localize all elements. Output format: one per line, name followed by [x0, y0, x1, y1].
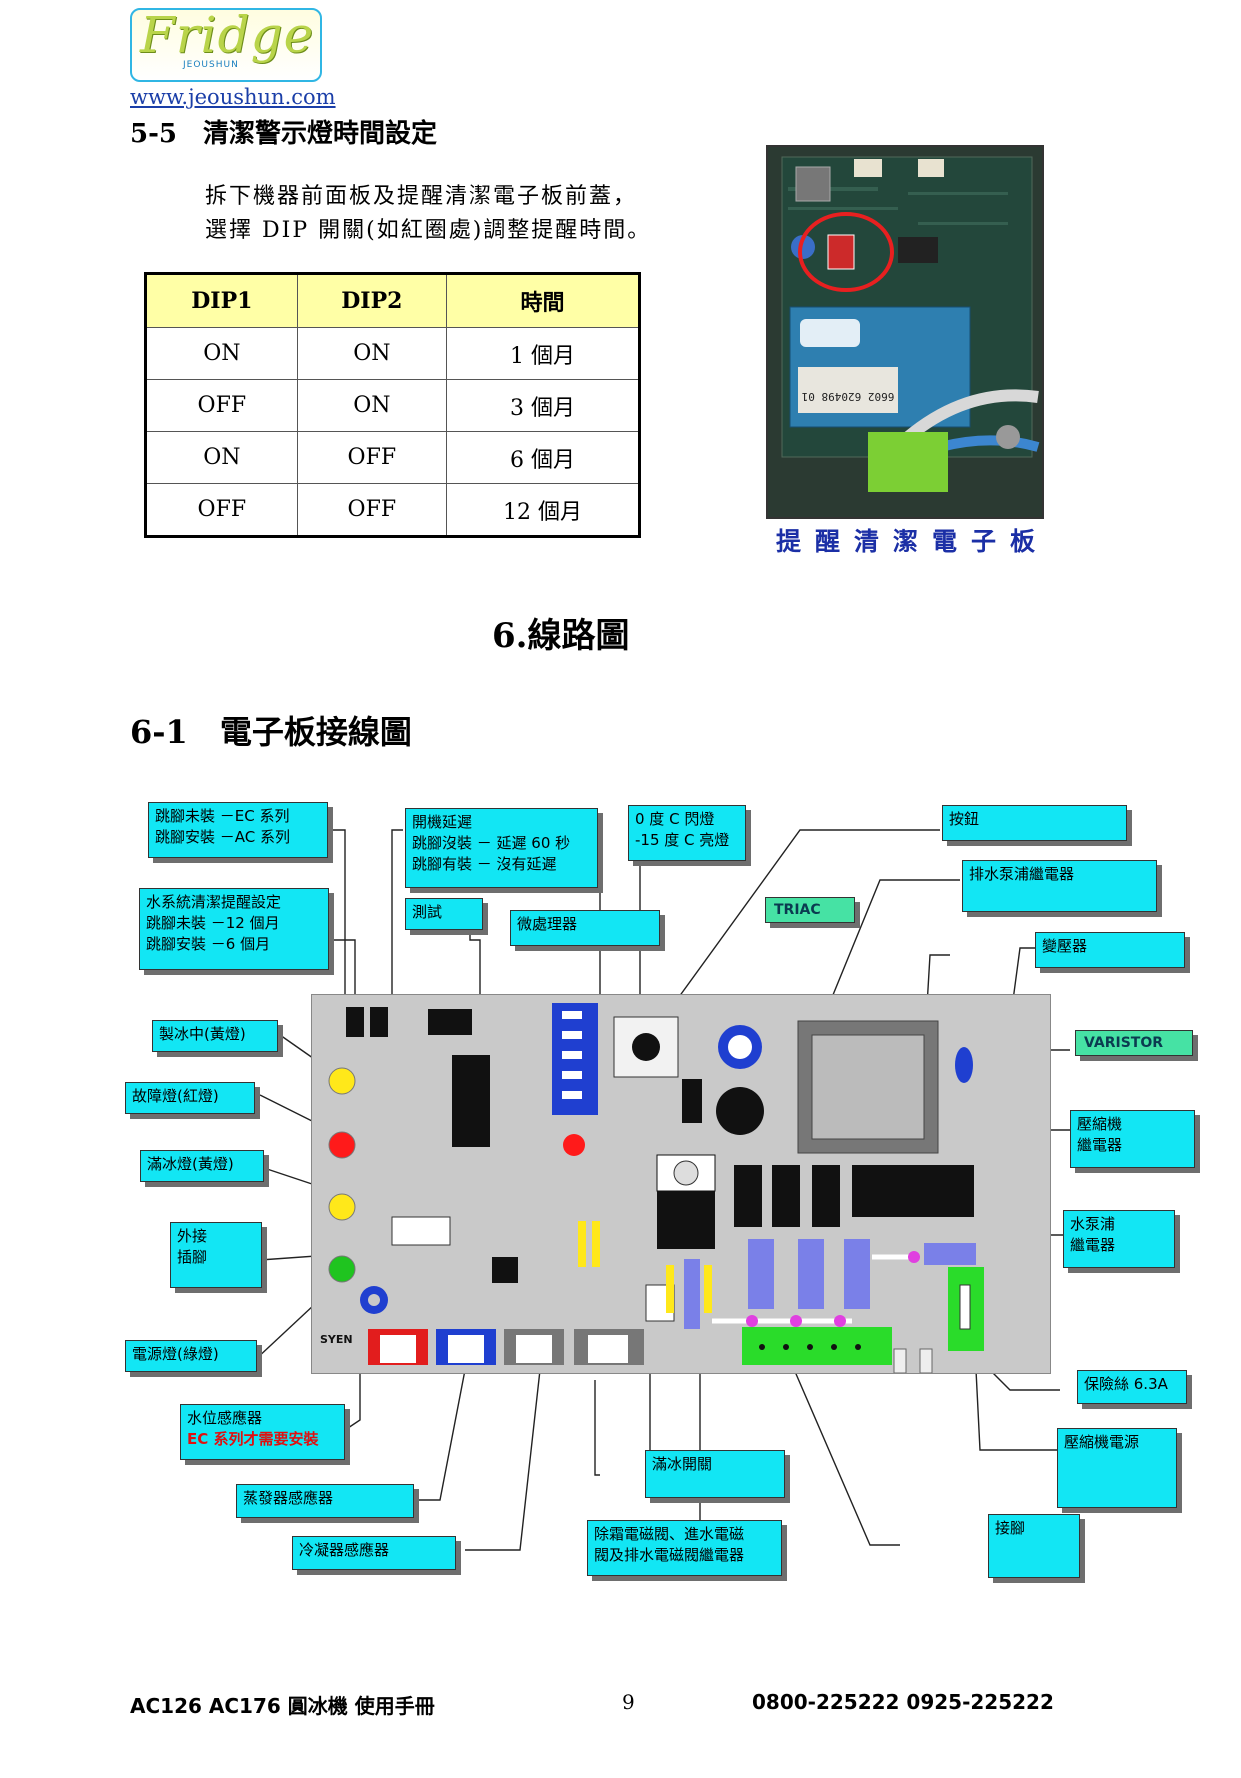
intro-line-1: 拆下機器前面板及提醒清潔電子板前蓋，	[205, 184, 638, 209]
label-startup-delay: 開機延遲 跳腳沒裝 － 延遲 60 秒 跳腳有裝 － 沒有延遲	[405, 808, 598, 888]
label-drain-pump-relay: 排水泵浦繼電器	[962, 860, 1157, 912]
table-cell: 12 個月	[446, 483, 640, 537]
label-water-level-sensor: 水位感應器 EC 系列才需要安裝	[180, 1404, 345, 1460]
board-label: SYEN	[320, 1333, 353, 1346]
table-cell: ON	[296, 379, 448, 432]
table-cell: OFF	[296, 483, 448, 537]
label-microprocessor: 微處理器	[510, 910, 660, 946]
table-cell: 3 個月	[446, 379, 640, 432]
label-compressor-relay: 壓縮機 繼電器	[1070, 1110, 1195, 1168]
label-evaporator-sensor: 蒸發器感應器	[236, 1484, 414, 1518]
label-compressor-power: 壓縮機電源	[1057, 1428, 1177, 1508]
logo-frame	[130, 8, 322, 82]
label-button: 按鈕	[942, 805, 1127, 841]
table-header: DIP2	[296, 273, 448, 328]
label-ice-making-led: 製冰中(黃燈)	[152, 1020, 278, 1052]
table-cell: 1 個月	[446, 327, 640, 380]
label-water-clean-reminder: 水系統清潔提醒設定 跳腳未裝 －12 個月 跳腳安裝 －6 個月	[139, 888, 329, 970]
table-row: ON OFF 6 個月	[145, 431, 640, 484]
label-transformer: 變壓器	[1035, 932, 1185, 968]
table-cell: OFF	[296, 431, 448, 484]
table-row: OFF OFF 12 個月	[145, 483, 640, 537]
section-5-5-title: 5-5 清潔警示燈時間設定	[130, 119, 437, 149]
table-cell: OFF	[145, 483, 298, 537]
label-fault-led: 故障燈(紅燈)	[125, 1082, 255, 1114]
label-external-socket: 外接 插腳	[170, 1222, 262, 1288]
label-jumper-series: 跳腳未裝 －EC 系列 跳腳安裝 －AC 系列	[148, 802, 328, 858]
table-cell: 6 個月	[446, 431, 640, 484]
table-cell: ON	[145, 327, 298, 380]
pcb-photo-illustration: 6602 620498 01	[768, 147, 1042, 517]
water-sensor-note: EC 系列才需要安裝	[187, 1430, 319, 1448]
section-6-1-title: 6-1 電子板接線圖	[130, 713, 412, 751]
label-varistor: VARISTOR	[1075, 1030, 1193, 1056]
intro-line-2: 選擇 DIP 開關(如紅圈處)調整提醒時間。	[205, 218, 652, 243]
label-full-ice-led: 滿冰燈(黃燈)	[140, 1150, 264, 1182]
logo-subtext: JEOUSHUN	[183, 60, 239, 70]
section-5-5-intro: 拆下機器前面板及提醒清潔電子板前蓋， 選擇 DIP 開關(如紅圈處)調整提醒時間…	[205, 180, 651, 248]
label-solenoid-relays: 除霜電磁閥、進水電磁 閥及排水電磁閥繼電器	[587, 1520, 782, 1576]
label-full-ice-switch: 滿冰開關	[645, 1450, 785, 1498]
page-number: 9	[622, 1690, 635, 1714]
dip-settings-table: DIP1 DIP2 時間 ON ON 1 個月 OFF ON 3 個月 ON O…	[144, 272, 641, 538]
logo-wordmark: Fridge	[140, 6, 315, 64]
transformer-label: 6602 620498 01	[802, 390, 895, 403]
section-6-title: 6.線路圖	[492, 616, 630, 656]
reminder-board-photo: 6602 620498 01	[766, 145, 1044, 519]
label-power-led: 電源燈(綠燈)	[125, 1340, 257, 1372]
table-header-row: DIP1 DIP2 時間	[145, 273, 640, 328]
water-sensor-title: 水位感應器	[187, 1409, 263, 1427]
table-row: OFF ON 3 個月	[145, 379, 640, 432]
label-fuse: 保險絲 6.3A	[1077, 1370, 1187, 1404]
footer-phone: 0800-225222 0925-225222	[752, 1690, 1054, 1714]
website-link[interactable]: www.jeoushun.com	[130, 85, 336, 109]
table-header: DIP1	[145, 273, 298, 328]
label-condenser-sensor: 冷凝器感應器	[292, 1536, 456, 1570]
label-test: 測試	[405, 898, 483, 930]
label-temp-led: 0 度 C 閃燈 -15 度 C 亮燈	[628, 805, 746, 861]
table-cell: ON	[145, 431, 298, 484]
pcb-board: SYEN	[311, 994, 1051, 1374]
pcb-components: SYEN	[320, 1003, 984, 1374]
photo-caption: 提醒清潔電子板	[776, 527, 1050, 556]
footer-model: AC126 AC176 圓冰機 使用手冊	[130, 1694, 435, 1718]
table-header: 時間	[446, 273, 640, 328]
label-water-pump-relay: 水泵浦 繼電器	[1063, 1210, 1175, 1268]
label-triac: TRIAC	[765, 897, 855, 923]
label-terminal: 接腳	[988, 1514, 1080, 1578]
